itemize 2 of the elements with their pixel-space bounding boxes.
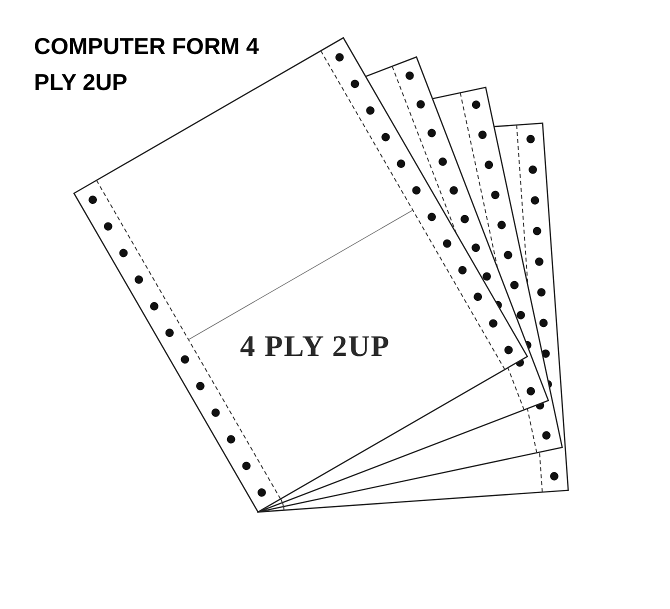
title: COMPUTER FORM 4 PLY 2UP [34,32,260,97]
sheet-print-label: 4 PLY 2UP [240,330,390,364]
